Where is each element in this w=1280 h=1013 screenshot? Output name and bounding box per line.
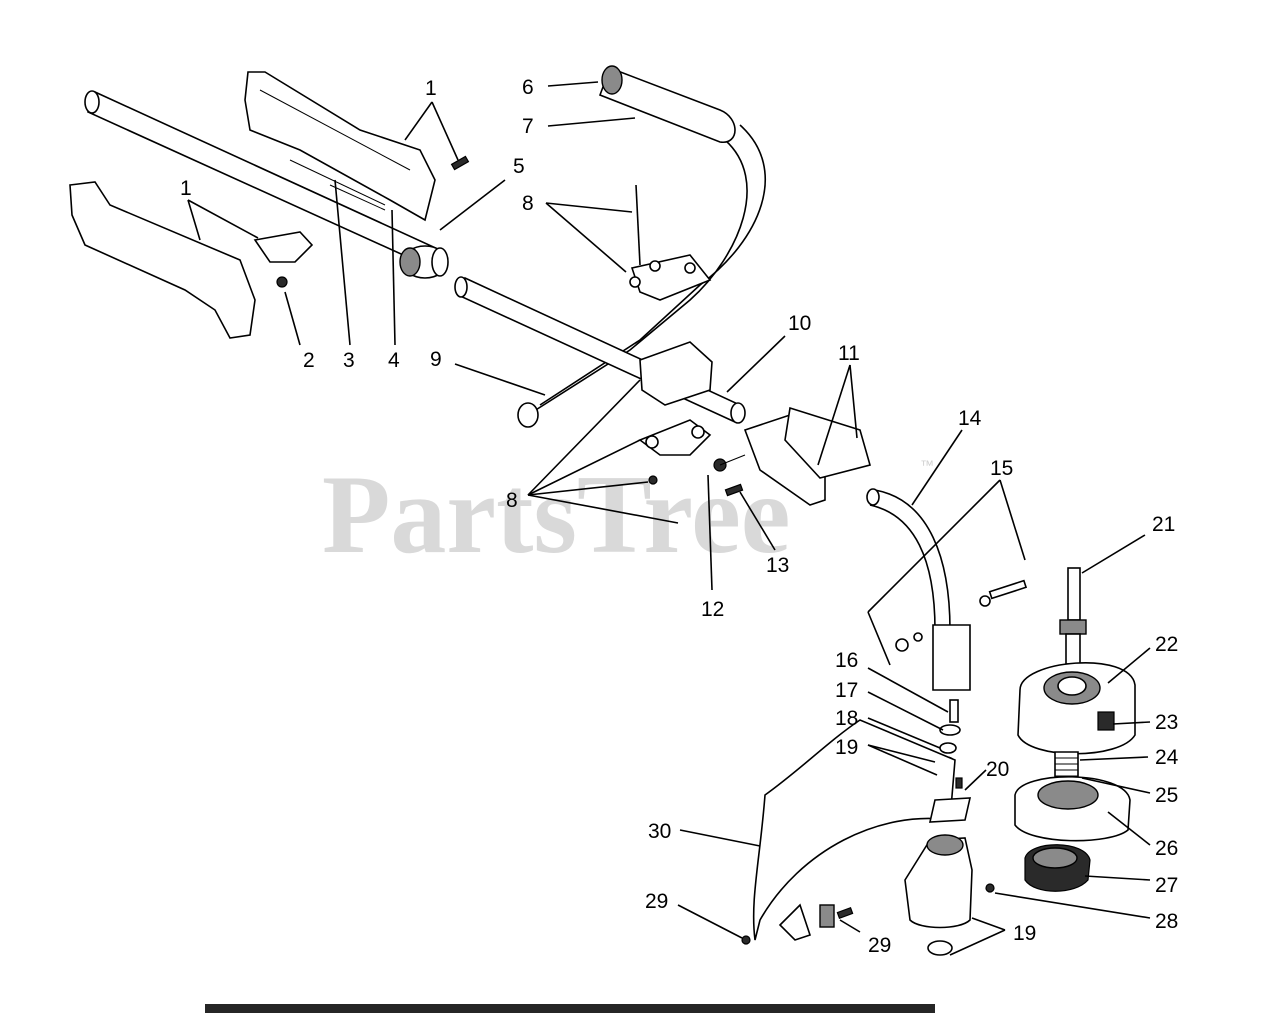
part-middle-tube xyxy=(454,276,746,424)
callout-16: 16 xyxy=(835,649,858,672)
callout-8-lower: 8 xyxy=(506,489,518,512)
part-connector-housing xyxy=(713,406,871,506)
callout-13: 13 xyxy=(766,554,789,577)
part-guard xyxy=(741,719,972,945)
callout-14: 14 xyxy=(958,407,982,430)
part-screw-15 xyxy=(979,579,1028,607)
callout-29-right: 29 xyxy=(868,934,891,957)
callout-18: 18 xyxy=(835,707,858,730)
callout-5: 5 xyxy=(513,155,525,178)
callout-2: 2 xyxy=(303,349,315,372)
callout-21: 21 xyxy=(1152,513,1175,536)
callout-26: 26 xyxy=(1155,837,1178,860)
watermark-trademark: ™ xyxy=(920,457,934,473)
watermark-text: PartsTree xyxy=(322,453,791,577)
callout-15: 15 xyxy=(990,457,1013,480)
callout-25: 25 xyxy=(1155,784,1178,807)
callout-3: 3 xyxy=(343,349,355,372)
bottom-edge-crop xyxy=(205,1004,935,1013)
part-clamp-block xyxy=(638,341,713,485)
callout-30: 30 xyxy=(648,820,671,843)
part-trimmer-head xyxy=(1014,567,1136,892)
leader-lines xyxy=(187,81,1151,956)
part-housing-upper xyxy=(244,71,470,222)
callout-12: 12 xyxy=(701,598,724,621)
callout-17: 17 xyxy=(835,679,858,702)
part-housing-lower xyxy=(69,181,314,339)
part-clamp-top xyxy=(629,184,712,301)
part-curved-tube xyxy=(866,488,971,691)
callout-19-upper: 19 xyxy=(835,736,858,759)
callout-labels: 1 1 2 3 4 5 6 7 8 8 9 10 11 12 13 14 15 … xyxy=(180,76,1179,957)
callout-23: 23 xyxy=(1155,711,1178,734)
callout-6: 6 xyxy=(522,76,534,99)
callout-28: 28 xyxy=(1155,910,1178,933)
callout-8-upper: 8 xyxy=(522,192,534,215)
callout-1-lower: 1 xyxy=(180,177,192,200)
watermark: PartsTree ™ xyxy=(322,453,934,577)
callout-10: 10 xyxy=(788,312,811,335)
part-gear-head xyxy=(904,834,995,956)
callout-19-lower: 19 xyxy=(1013,922,1036,945)
part-coupler xyxy=(399,245,449,279)
callout-24: 24 xyxy=(1155,746,1179,769)
callout-1-upper: 1 xyxy=(425,77,437,100)
callout-22: 22 xyxy=(1155,633,1178,656)
callout-7: 7 xyxy=(522,115,534,138)
callout-20: 20 xyxy=(986,758,1009,781)
callout-4: 4 xyxy=(388,349,400,372)
callout-9: 9 xyxy=(430,348,442,371)
callout-11: 11 xyxy=(838,342,860,365)
callout-29-left: 29 xyxy=(645,890,668,913)
callout-27: 27 xyxy=(1155,874,1178,897)
